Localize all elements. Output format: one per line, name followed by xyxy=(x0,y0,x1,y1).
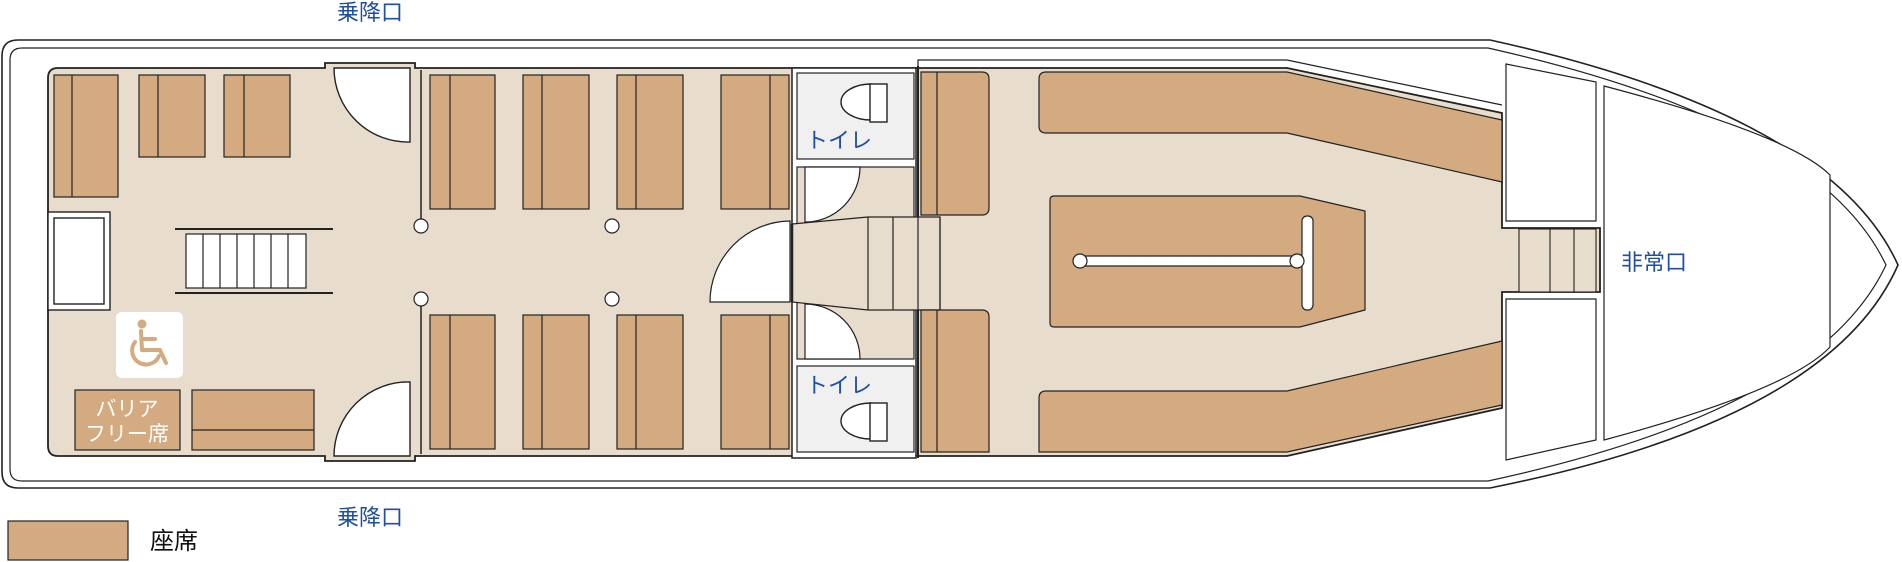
stairs-icon xyxy=(790,216,941,311)
seat xyxy=(191,389,315,451)
emergency-exit-label: 非常口 xyxy=(1621,251,1687,276)
seat xyxy=(720,314,790,450)
toilet-label-lower: トイレ xyxy=(806,374,872,399)
bow-wall xyxy=(917,59,1503,106)
seat xyxy=(720,74,790,210)
seat xyxy=(138,74,206,158)
toilet-icon xyxy=(840,83,888,123)
seat xyxy=(522,314,590,450)
seat-group-rear xyxy=(53,74,315,451)
door-icon xyxy=(333,67,411,457)
seat xyxy=(616,314,684,450)
toilet-label-upper: トイレ xyxy=(806,129,872,154)
barrier-free-seat xyxy=(74,389,181,451)
toilet-icon xyxy=(840,402,888,442)
stairs-icon xyxy=(1518,228,1597,293)
seat xyxy=(522,74,590,210)
seat xyxy=(616,74,684,210)
boarding-door-label-top: 乗降口 xyxy=(337,1,403,26)
handrail xyxy=(1072,215,1314,311)
seat xyxy=(920,71,990,216)
bow-compartments xyxy=(1505,63,1831,461)
left-cabinet xyxy=(47,211,111,311)
barrier-free-label-1: バリア xyxy=(96,397,159,421)
seat xyxy=(53,74,119,198)
seat xyxy=(429,74,496,210)
seat-group-front xyxy=(920,71,1503,453)
seat xyxy=(920,309,990,453)
legend-swatch xyxy=(7,520,129,561)
door-icon xyxy=(709,166,861,360)
pillar-icon xyxy=(413,218,620,307)
boarding-door-label-bottom: 乗降口 xyxy=(337,506,403,531)
seat xyxy=(1038,340,1503,453)
stairs-icon xyxy=(175,228,333,294)
seat xyxy=(1038,71,1503,183)
seat xyxy=(223,74,291,158)
barrier-free-label-2: フリー席 xyxy=(85,422,169,446)
wheelchair-icon xyxy=(116,312,183,378)
seat xyxy=(429,314,496,450)
legend-seat-label: 座席 xyxy=(150,527,198,555)
seat-group-middle xyxy=(429,74,790,450)
